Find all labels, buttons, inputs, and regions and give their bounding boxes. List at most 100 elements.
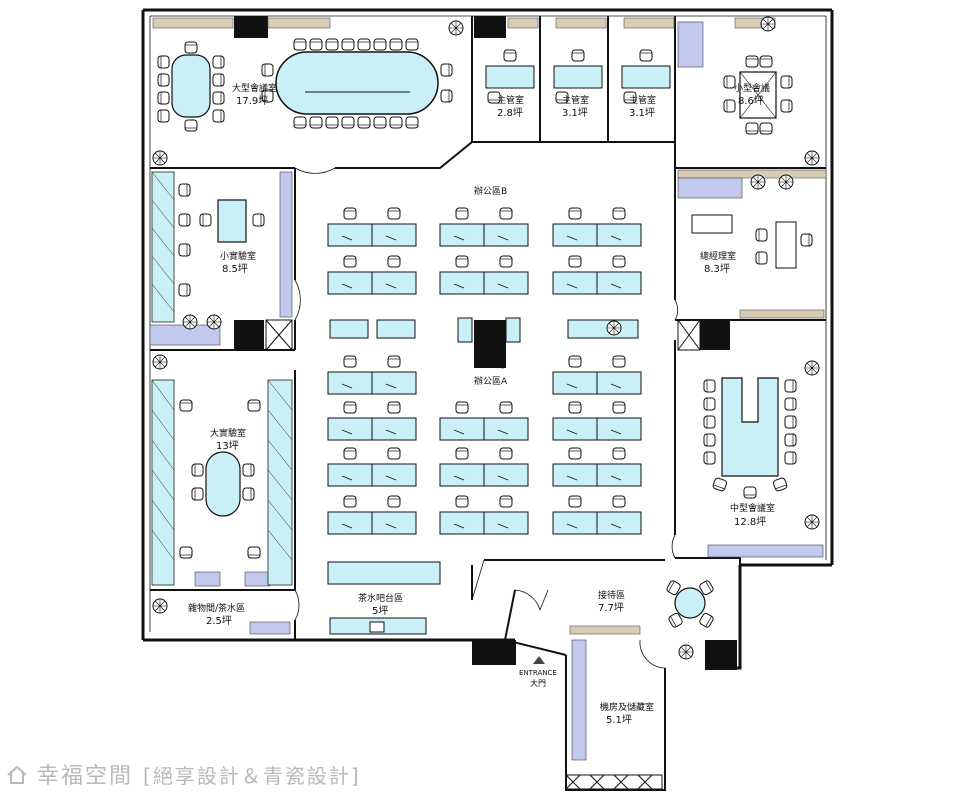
keyboard xyxy=(341,475,397,481)
chair-seat xyxy=(252,213,265,227)
chair xyxy=(780,99,793,113)
keyboard xyxy=(341,383,397,389)
chair-seat xyxy=(703,451,716,465)
desk xyxy=(596,463,642,487)
chair-seat xyxy=(343,447,357,460)
desk xyxy=(483,271,529,295)
chair xyxy=(242,463,255,477)
chair xyxy=(389,38,403,51)
room-name: 辦公區A xyxy=(474,375,508,387)
house-icon xyxy=(7,765,27,784)
chair-seat xyxy=(405,116,419,129)
chair-seat xyxy=(668,612,683,628)
keyboard xyxy=(566,429,622,435)
chair xyxy=(784,397,797,411)
chair-seat xyxy=(699,612,714,628)
chair-seat xyxy=(755,228,768,242)
chair-seat xyxy=(703,415,716,429)
chair-back xyxy=(668,581,675,592)
chair xyxy=(157,55,170,69)
chair-seat xyxy=(179,399,193,412)
chair-seat xyxy=(157,91,170,105)
chair xyxy=(261,89,274,103)
chair-seat xyxy=(343,495,357,508)
mid-conference-chairs xyxy=(703,379,797,499)
chair-seat xyxy=(179,546,193,559)
chair xyxy=(387,447,401,460)
chair xyxy=(499,207,513,220)
chair xyxy=(242,487,255,501)
chair-seat xyxy=(325,38,339,51)
chair xyxy=(759,122,773,135)
room-name: 茶水吧台區 xyxy=(358,592,403,604)
watermark-brand: 幸福空間 xyxy=(37,764,134,789)
chair-seat xyxy=(800,233,813,247)
keyboard xyxy=(341,523,397,529)
chair xyxy=(666,580,681,596)
chair-seat xyxy=(759,55,773,68)
desk xyxy=(596,417,642,441)
keyboard xyxy=(341,429,397,435)
room-name: 主管室 xyxy=(629,94,656,106)
keyboard xyxy=(453,523,509,529)
chair xyxy=(157,109,170,123)
chair xyxy=(387,355,401,368)
plant-leaves xyxy=(805,151,819,165)
room-area: 57.6坪 xyxy=(474,358,506,371)
chair xyxy=(343,255,357,268)
plant-icon xyxy=(804,514,820,530)
chair xyxy=(784,379,797,393)
partition-hatch xyxy=(151,171,293,561)
chair xyxy=(499,255,513,268)
chair xyxy=(499,401,513,414)
chair xyxy=(800,233,813,247)
chair xyxy=(247,399,261,412)
chair-seat xyxy=(639,49,653,62)
chair-back xyxy=(775,484,787,490)
keyboard xyxy=(453,283,509,289)
desk xyxy=(327,271,373,295)
room-name: 大型會議室 xyxy=(232,82,277,94)
chair-seat xyxy=(612,401,626,414)
plant-leaves xyxy=(153,355,167,369)
chair-seat xyxy=(178,283,191,297)
chair xyxy=(780,75,793,89)
plant-icon xyxy=(804,150,820,166)
chair-seat xyxy=(309,38,323,51)
chair xyxy=(178,183,191,197)
chair-seat xyxy=(387,255,401,268)
chair xyxy=(699,580,714,596)
chair-seat xyxy=(745,122,759,135)
desk xyxy=(483,223,529,247)
shafts xyxy=(265,319,701,790)
pantry-counter xyxy=(327,561,441,635)
chair-seat xyxy=(343,207,357,220)
chair xyxy=(743,486,757,499)
chair xyxy=(191,487,204,501)
desk xyxy=(327,417,373,441)
room-area: 7.7坪 xyxy=(598,601,624,614)
chair xyxy=(212,55,225,69)
chair-seat xyxy=(387,207,401,220)
chair-seat xyxy=(325,116,339,129)
chair-seat xyxy=(499,207,513,220)
entrance-label-zh: 大門 xyxy=(530,678,546,688)
chair xyxy=(293,116,307,129)
desk xyxy=(552,463,598,487)
interior-walls xyxy=(150,16,826,668)
small-meeting-chairs xyxy=(723,55,793,135)
chair-seat xyxy=(499,401,513,414)
chair xyxy=(499,495,513,508)
chair xyxy=(784,451,797,465)
chair xyxy=(191,463,204,477)
room-area: 3.1坪 xyxy=(562,106,588,119)
chair-seat xyxy=(357,38,371,51)
chair xyxy=(440,63,453,77)
desk xyxy=(371,271,417,295)
room-area: 17.9坪 xyxy=(236,94,268,107)
room-area: 3.1坪 xyxy=(629,106,655,119)
keyboard xyxy=(566,475,622,481)
chair-seat xyxy=(784,433,797,447)
chair-seat xyxy=(612,207,626,220)
entrance-arrow-icon xyxy=(533,656,545,664)
